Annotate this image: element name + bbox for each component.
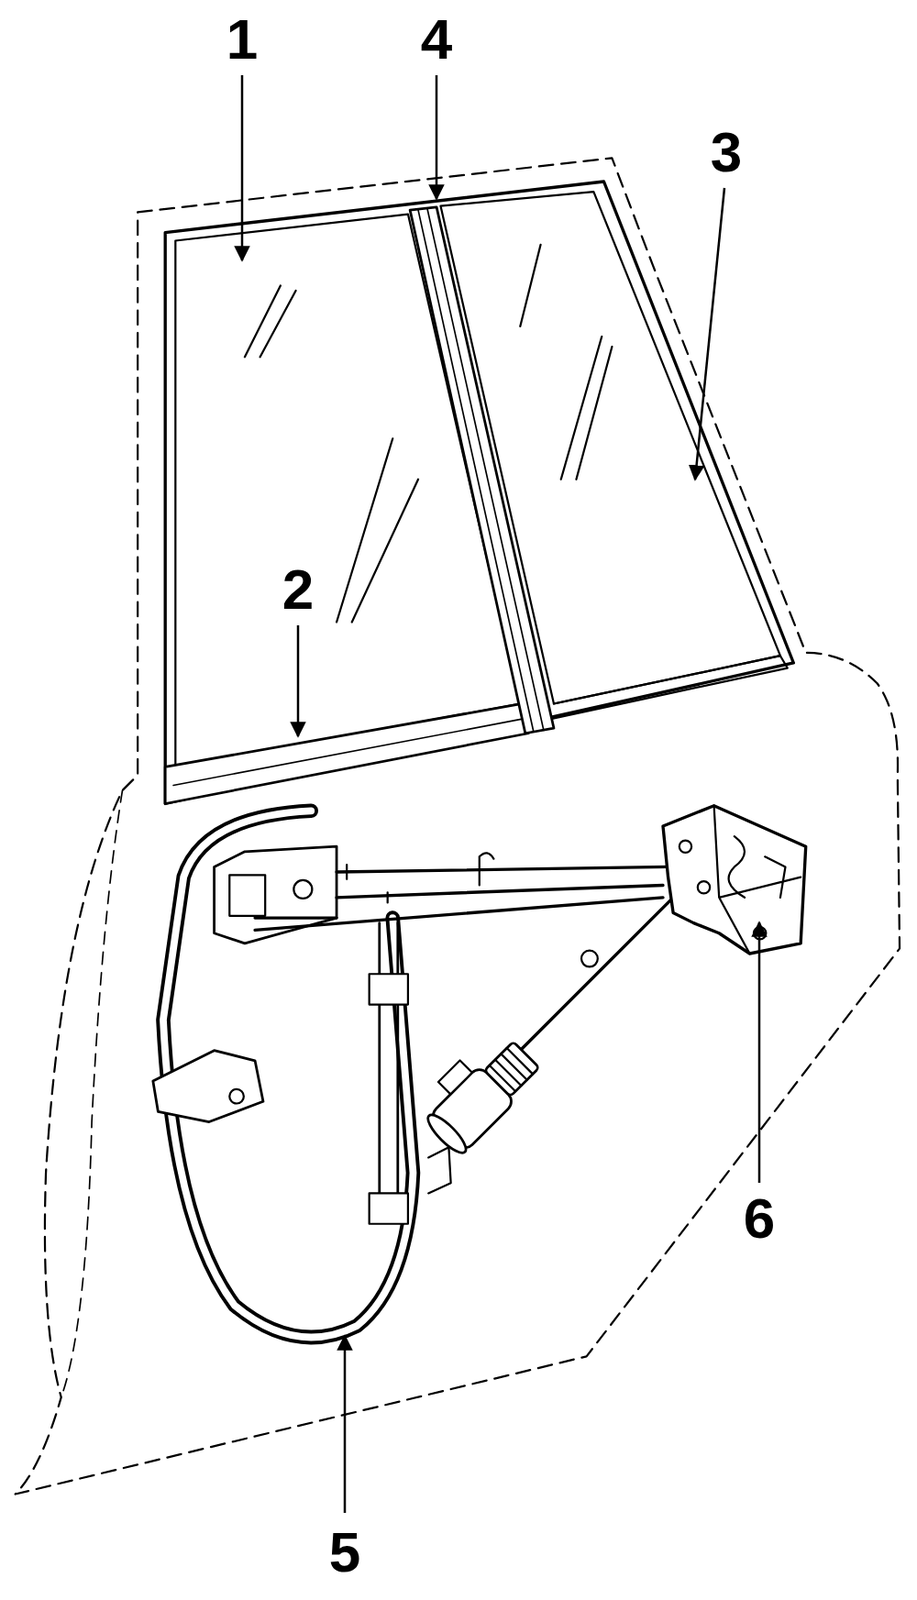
track-clamp [153, 1050, 264, 1123]
leader-arrow [343, 1336, 347, 1514]
belt-strip-line [173, 718, 522, 785]
actuator [410, 1024, 545, 1159]
door-lock [662, 806, 807, 954]
callout-number: 3 [710, 123, 742, 181]
glare [244, 244, 612, 623]
callout-number: 1 [226, 11, 258, 68]
arm-clip [369, 973, 409, 1225]
division-channel-lines [418, 209, 544, 731]
actuator-rod [509, 897, 674, 1061]
door-edge [61, 790, 123, 1398]
leader-arrow [297, 625, 300, 737]
vertical-arm [379, 923, 398, 1205]
rod-clips [346, 852, 494, 903]
division-channel [409, 207, 554, 734]
door-outline [15, 157, 900, 1494]
callout-number: 5 [329, 1524, 361, 1581]
callout-number: 6 [743, 1190, 775, 1248]
regulator-rods [254, 866, 668, 930]
rear-strip [551, 655, 788, 719]
leader-arrow [435, 75, 439, 199]
leader-arrow [758, 922, 762, 1183]
arm-foot [428, 1147, 451, 1194]
window-frame [165, 181, 794, 805]
leader-arrow [241, 75, 244, 261]
belt-strip [165, 703, 529, 804]
callout-number: 4 [420, 11, 453, 68]
leader-arrow [695, 187, 725, 480]
lock-details [714, 806, 802, 954]
front-glass [175, 214, 520, 768]
callout-number: 2 [282, 561, 314, 619]
